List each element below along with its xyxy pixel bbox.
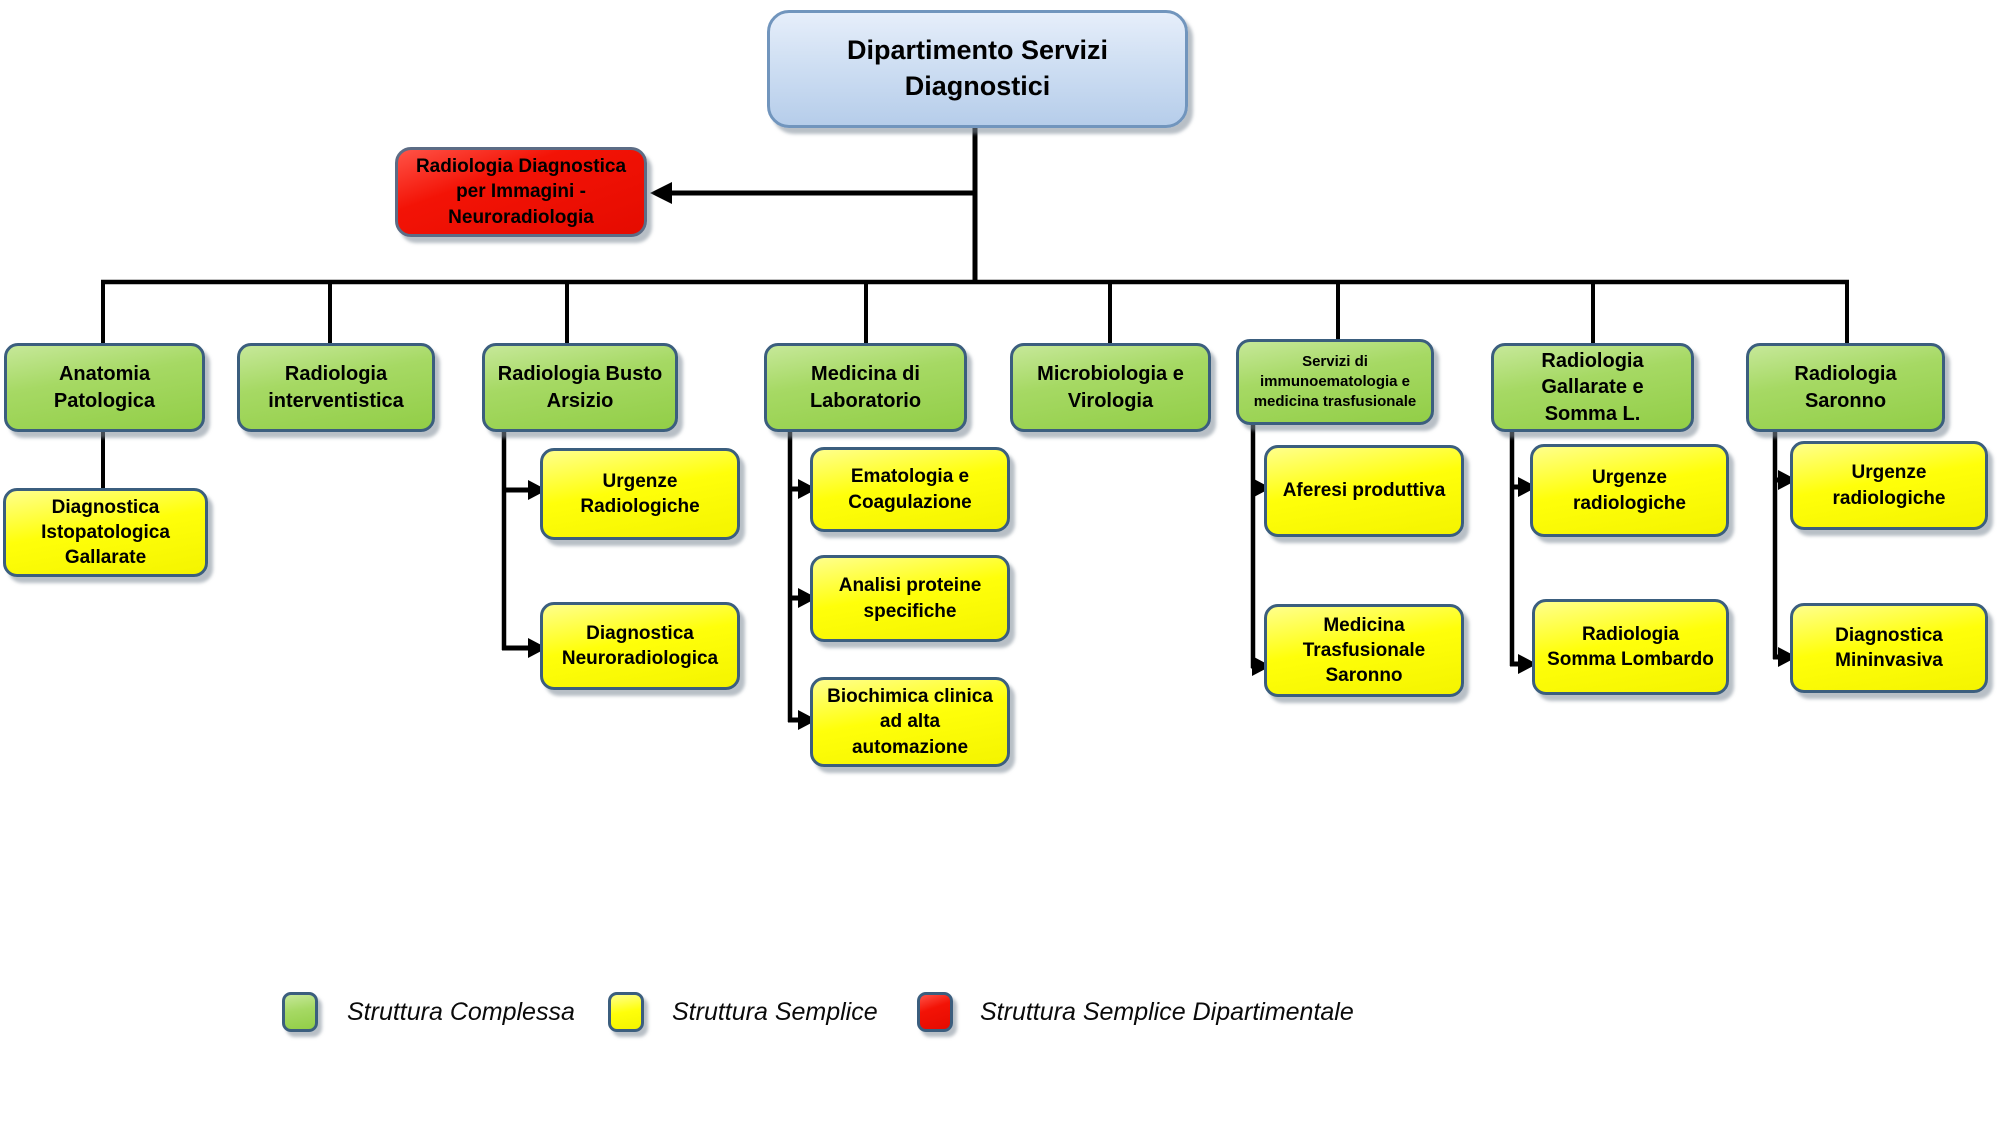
node-label: Analisi proteine specifiche xyxy=(838,575,982,622)
node-label: Radiologia Diagnostica per Immagini - Ne… xyxy=(415,156,627,228)
node-label: Radiologia Somma Lombardo xyxy=(1547,623,1714,670)
legend-label-struttura-semplice: Struttura Semplice xyxy=(672,998,878,1026)
node-radiologia-interventistica: Radiologia interventistica xyxy=(237,343,435,432)
node-label: Urgenze Radiologiche xyxy=(580,470,700,517)
node-label: Urgenze radiologiche xyxy=(1832,462,1946,509)
node-label: Radiologia Saronno xyxy=(1794,363,1897,412)
connector-medicina-children xyxy=(787,430,817,730)
node-label: Anatomia Patologica xyxy=(53,363,156,412)
legend-swatch-struttura-complessa xyxy=(282,992,318,1032)
connector-drops xyxy=(101,280,1849,346)
node-medicina-di-laboratorio: Medicina di Laboratorio xyxy=(764,343,967,432)
node-radiologia-somma-lombardo: Radiologia Somma Lombardo xyxy=(1532,599,1729,695)
node-urgenze-radiologiche-saronno: Urgenze radiologiche xyxy=(1790,441,1988,530)
legend-label-struttura-semplice-dipartimentale: Struttura Semplice Dipartimentale xyxy=(980,998,1354,1026)
node-label: Dipartimento Servizi Diagnostici xyxy=(846,35,1109,101)
node-label: Diagnostica Istopatologica Gallarate xyxy=(41,496,170,569)
legend-label-struttura-complessa: Struttura Complessa xyxy=(347,998,575,1026)
node-diagnostica-neuroradiologica: Diagnostica Neuroradiologica xyxy=(540,602,740,690)
node-radiologia-busto-arsizio: Radiologia Busto Arsizio xyxy=(482,343,678,432)
node-servizi-immunoematologia: Servizi di immunoematologia e medicina t… xyxy=(1236,339,1434,425)
node-microbiologia-e-virologia: Microbiologia e Virologia xyxy=(1010,343,1211,432)
node-urgenze-radiologiche-gallarate: Urgenze radiologiche xyxy=(1530,444,1729,537)
node-biochimica-clinica-alta-automazione: Biochimica clinica ad alta automazione xyxy=(810,677,1010,767)
node-label: Diagnostica Mininvasiva xyxy=(1835,624,1943,671)
node-label: Medicina Trasfusionale Saronno xyxy=(1302,614,1426,687)
legend-swatch-struttura-semplice xyxy=(608,992,644,1032)
node-dipartimento-servizi-diagnostici: Dipartimento Servizi Diagnostici xyxy=(767,10,1188,128)
node-ematologia-e-coagulazione: Ematologia e Coagulazione xyxy=(810,447,1010,532)
connector-servizi-children xyxy=(1250,422,1271,676)
node-urgenze-radiologiche-busto: Urgenze Radiologiche xyxy=(540,448,740,540)
node-diagnostica-istopatologica-gallarate: Diagnostica Istopatologica Gallarate xyxy=(3,488,208,577)
node-label: Radiologia Gallarate e Somma L. xyxy=(1541,349,1644,425)
node-label: Radiologia Busto Arsizio xyxy=(497,363,663,412)
node-label: Urgenze radiologiche xyxy=(1573,467,1686,514)
legend-swatch-struttura-semplice-dipartimentale xyxy=(917,992,953,1032)
connector-gallarate-children xyxy=(1509,430,1537,674)
node-label: Ematologia e Coagulazione xyxy=(848,466,972,513)
node-aferesi-produttiva: Aferesi produttiva xyxy=(1264,445,1464,537)
node-medicina-trasfusionale-saronno: Medicina Trasfusionale Saronno xyxy=(1264,604,1464,697)
arrow-to-dipartimentale xyxy=(650,182,975,204)
node-radiologia-gallarate-somma: Radiologia Gallarate e Somma L. xyxy=(1491,343,1694,432)
node-analisi-proteine-specifiche: Analisi proteine specifiche xyxy=(810,555,1010,642)
node-label: Radiologia interventistica xyxy=(268,363,404,412)
node-radiologia-saronno: Radiologia Saronno xyxy=(1746,343,1945,432)
node-label: Servizi di immunoematologia e medicina t… xyxy=(1253,352,1417,411)
node-label: Aferesi produttiva xyxy=(1282,480,1446,502)
node-radiologia-diagnostica-neuroradiologia: Radiologia Diagnostica per Immagini - Ne… xyxy=(395,147,647,237)
node-diagnostica-mininvasiva: Diagnostica Mininvasiva xyxy=(1790,603,1988,693)
node-label: Microbiologia e Virologia xyxy=(1037,363,1184,412)
connector-saronno-children xyxy=(1772,430,1797,667)
node-label: Diagnostica Neuroradiologica xyxy=(561,622,719,669)
node-label: Biochimica clinica ad alta automazione xyxy=(827,686,993,758)
connector-busto-children xyxy=(501,430,547,658)
node-anatomia-patologica: Anatomia Patologica xyxy=(4,343,205,432)
node-label: Medicina di Laboratorio xyxy=(809,363,922,412)
